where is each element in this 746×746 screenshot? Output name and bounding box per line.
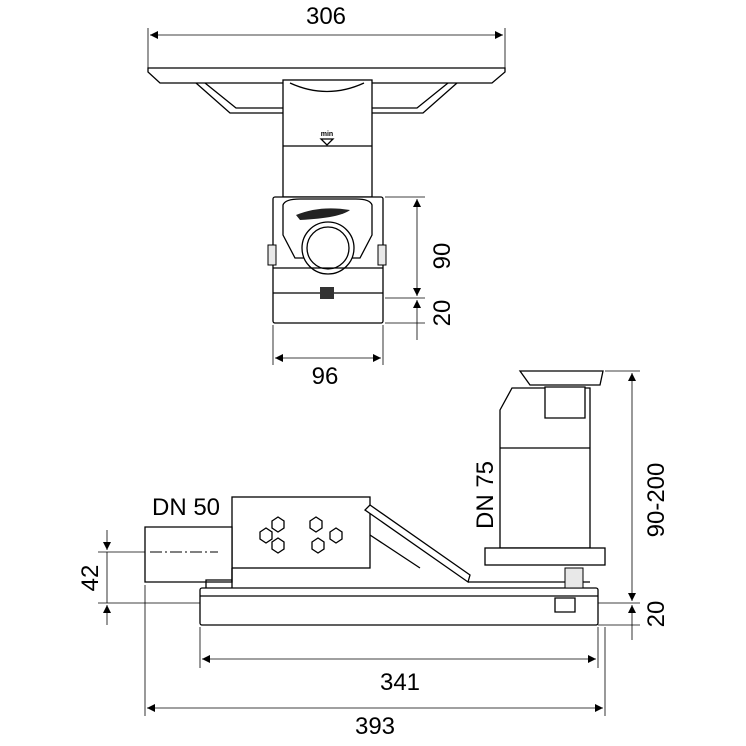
width-label: 306	[306, 3, 346, 30]
riser-flange	[484, 547, 606, 566]
grate-plate	[147, 67, 506, 84]
base-height-label: 20	[429, 300, 456, 327]
side-view: DN 50 DN 75 42 90-200 20 341 393	[77, 370, 670, 740]
hexagon-pattern	[259, 516, 343, 554]
min-marker-label: min	[321, 131, 333, 138]
plate-length-label: 341	[380, 669, 420, 696]
funnel-top	[518, 370, 604, 386]
top-view: 306 min 90 20 96	[147, 3, 506, 390]
height-label: 90	[429, 243, 456, 270]
dn75-label: DN 75	[472, 461, 499, 529]
trap-housing	[231, 496, 371, 569]
riser-range-label: 90-200	[643, 463, 670, 538]
diagonal-pipe	[363, 504, 471, 584]
dn50-outlet-pipe	[144, 526, 233, 583]
depth-label: 96	[312, 363, 339, 390]
outlet-height-label: 42	[77, 565, 104, 592]
side-base-label: 20	[643, 601, 670, 628]
base-plate	[199, 587, 599, 626]
total-length-label: 393	[355, 713, 395, 740]
min-marker-icon	[319, 138, 335, 146]
dn75-riser	[499, 387, 591, 549]
dn50-label: DN 50	[152, 494, 220, 521]
